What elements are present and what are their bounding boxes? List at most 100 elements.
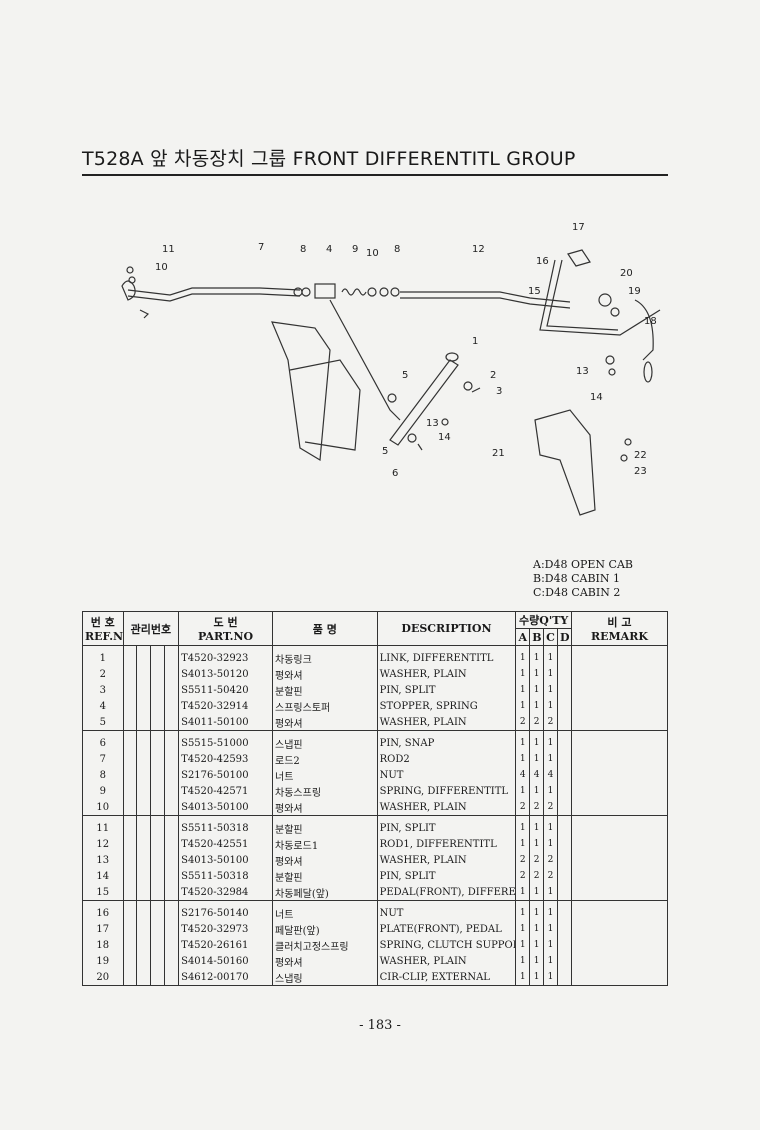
cell-part: S2176-50140 bbox=[178, 900, 274, 921]
callout: 5 bbox=[402, 370, 408, 381]
cell-ref: 2 bbox=[82, 666, 124, 682]
cell-empty bbox=[164, 900, 180, 921]
cell-empty bbox=[150, 836, 166, 852]
cell-empty bbox=[164, 714, 180, 731]
cell-part: T4520-32914 bbox=[178, 698, 274, 714]
cell-ref: 4 bbox=[82, 698, 124, 714]
callout: 8 bbox=[300, 244, 306, 255]
cell-desc: PIN, SPLIT bbox=[376, 815, 517, 836]
cell-empty bbox=[136, 868, 152, 884]
header-qty: 수량Q'TY bbox=[515, 611, 572, 629]
cell-empty bbox=[570, 884, 669, 901]
cell-desc: WASHER, PLAIN bbox=[376, 799, 517, 816]
cell-empty bbox=[164, 767, 180, 783]
cell-ref: 9 bbox=[82, 783, 124, 799]
cell-empty bbox=[122, 682, 138, 698]
cell-c: 1 bbox=[543, 698, 558, 714]
cell-part: S4011-50100 bbox=[178, 714, 274, 731]
cell-empty bbox=[136, 767, 152, 783]
cell-a: 1 bbox=[515, 751, 531, 767]
cell-empty bbox=[136, 666, 152, 682]
cell-name: 스냅링 bbox=[272, 969, 378, 986]
cell-empty bbox=[570, 645, 669, 666]
cell-c: 1 bbox=[543, 751, 558, 767]
callout: 6 bbox=[392, 468, 398, 479]
cell-a: 1 bbox=[515, 815, 531, 836]
callout: 11 bbox=[162, 244, 175, 255]
cell-empty bbox=[556, 868, 572, 884]
header-desc: DESCRIPTION bbox=[376, 611, 517, 646]
cell-empty bbox=[164, 751, 180, 767]
cell-name: 스프링스토퍼 bbox=[272, 698, 378, 714]
cell-empty bbox=[122, 714, 138, 731]
cell-part: T4520-42571 bbox=[178, 783, 274, 799]
title-rule bbox=[82, 174, 668, 176]
cell-name: 너트 bbox=[272, 767, 378, 783]
cell-b: 2 bbox=[529, 714, 545, 731]
cell-ref: 15 bbox=[82, 884, 124, 901]
cell-c: 1 bbox=[543, 937, 558, 953]
cell-c: 2 bbox=[543, 868, 558, 884]
model-legend: A:D48 OPEN CAB B:D48 CABIN 1 C:D48 CABIN… bbox=[533, 558, 633, 600]
cell-empty bbox=[150, 884, 166, 901]
cell-b: 1 bbox=[529, 900, 545, 921]
cell-empty bbox=[136, 815, 152, 836]
callout: 9 bbox=[352, 244, 358, 255]
cell-empty bbox=[150, 698, 166, 714]
cell-c: 2 bbox=[543, 714, 558, 731]
cell-empty bbox=[122, 767, 138, 783]
cell-ref: 6 bbox=[82, 730, 124, 751]
cell-empty bbox=[570, 937, 669, 953]
cell-empty bbox=[164, 666, 180, 682]
cell-empty bbox=[136, 921, 152, 937]
callout: 19 bbox=[628, 286, 641, 297]
cell-empty bbox=[556, 698, 572, 714]
cell-empty bbox=[150, 682, 166, 698]
cell-a: 2 bbox=[515, 868, 531, 884]
cell-empty bbox=[164, 921, 180, 937]
cell-name: 차동스프링 bbox=[272, 783, 378, 799]
cell-empty bbox=[556, 783, 572, 799]
cell-empty bbox=[556, 852, 572, 868]
cell-a: 1 bbox=[515, 953, 531, 969]
cell-empty bbox=[164, 852, 180, 868]
callout: 8 bbox=[394, 244, 400, 255]
cell-part: S4013-50120 bbox=[178, 666, 274, 682]
callout: 7 bbox=[258, 242, 264, 253]
cell-empty bbox=[122, 751, 138, 767]
cell-a: 1 bbox=[515, 730, 531, 751]
cell-desc: WASHER, PLAIN bbox=[376, 666, 517, 682]
callout: 17 bbox=[572, 222, 585, 233]
cell-empty bbox=[136, 836, 152, 852]
cell-empty bbox=[570, 730, 669, 751]
cell-empty bbox=[150, 953, 166, 969]
cell-empty bbox=[150, 815, 166, 836]
cell-ref: 7 bbox=[82, 751, 124, 767]
cell-ref: 12 bbox=[82, 836, 124, 852]
legend-item: B:D48 CABIN 1 bbox=[533, 572, 621, 585]
cell-name: 페달판(앞) bbox=[272, 921, 378, 937]
cell-part: T4520-42551 bbox=[178, 836, 274, 852]
cell-a: 1 bbox=[515, 969, 531, 986]
callout: 3 bbox=[496, 386, 502, 397]
cell-empty bbox=[136, 953, 152, 969]
cell-empty bbox=[122, 645, 138, 666]
cell-empty bbox=[150, 937, 166, 953]
cell-c: 1 bbox=[543, 921, 558, 937]
cell-ref: 8 bbox=[82, 767, 124, 783]
cell-name: 너트 bbox=[272, 900, 378, 921]
callout-labels: 11 10 7 8 4 9 10 8 12 17 16 20 15 19 18 … bbox=[155, 222, 657, 479]
cell-c: 2 bbox=[543, 799, 558, 816]
callout: 4 bbox=[326, 244, 332, 255]
cell-empty bbox=[570, 969, 669, 986]
cell-desc: PEDAL(FRONT), DIFFERENTITL bbox=[376, 884, 517, 901]
cell-empty bbox=[150, 852, 166, 868]
cell-desc: ROD1, DIFFERENTITL bbox=[376, 836, 517, 852]
